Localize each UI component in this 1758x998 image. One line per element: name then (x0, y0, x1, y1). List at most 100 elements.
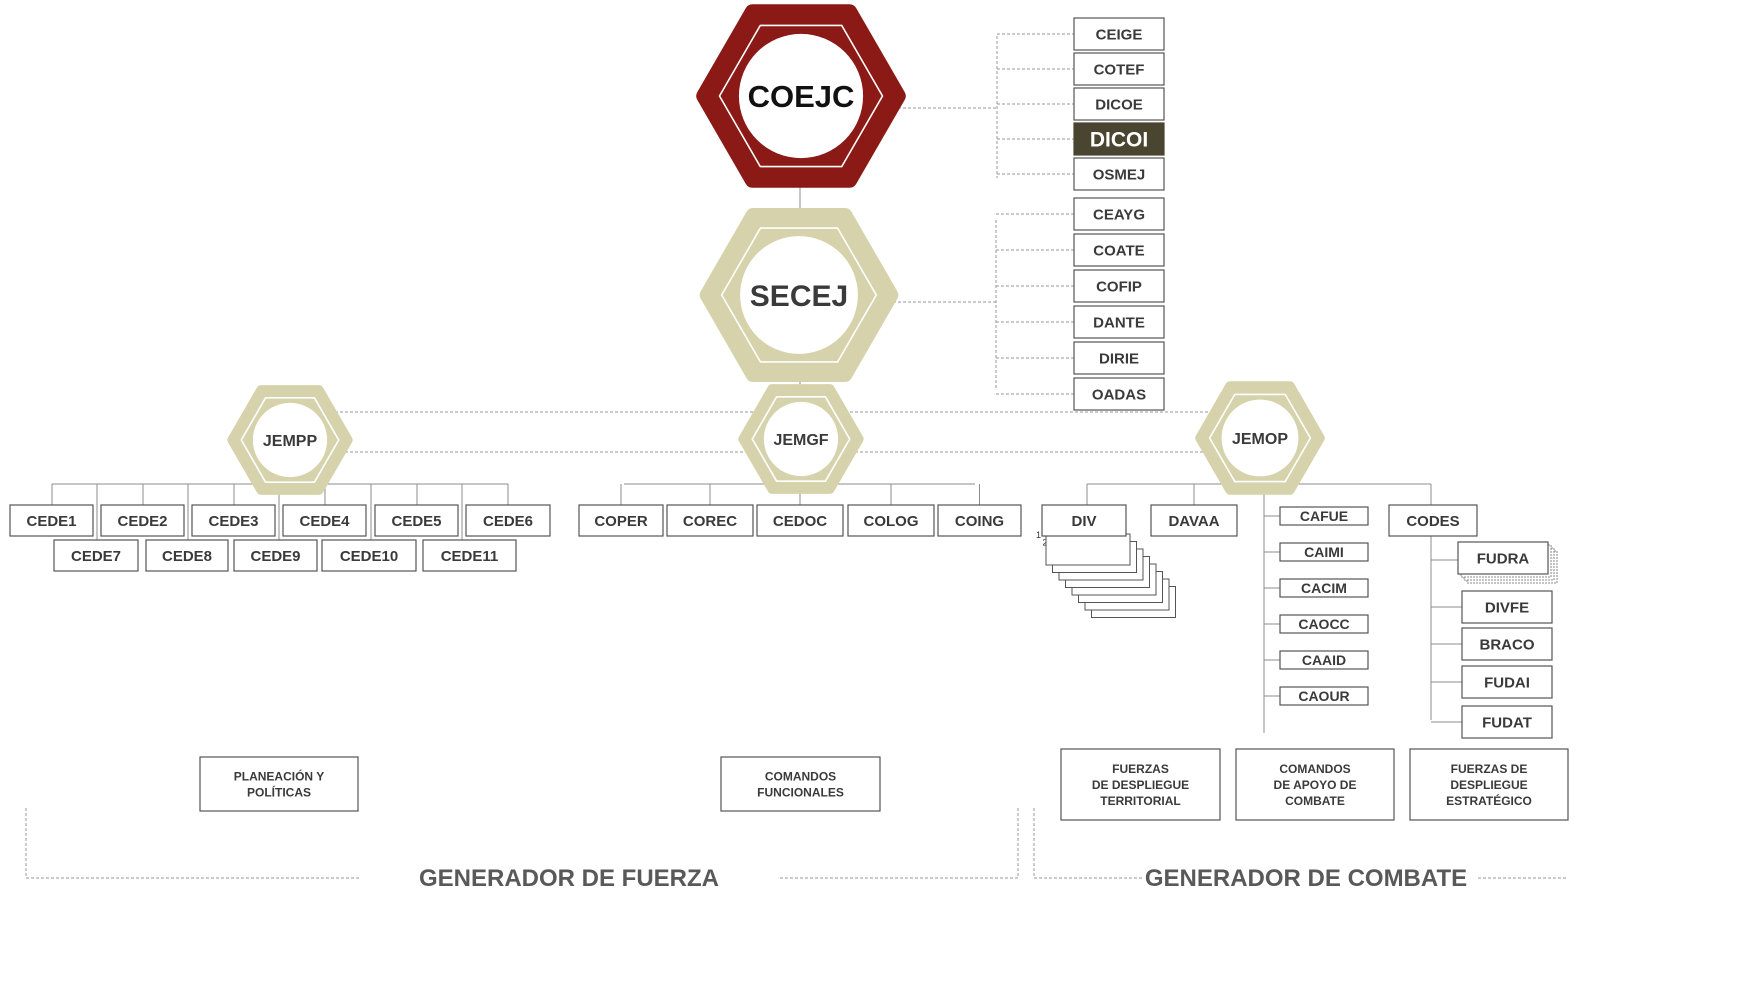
coejc-node: COEJC (696, 4, 906, 188)
category-strategic-line: DESPLIEGUE (1450, 778, 1527, 792)
unit-cede6-label: CEDE6 (483, 513, 533, 530)
unit-corec-box (666, 504, 754, 537)
jempp-node-inner-ring (240, 397, 340, 483)
category-support-box (1235, 748, 1395, 821)
secej-staff-coate-box (1073, 233, 1165, 267)
unit-cede11-label: CEDE11 (441, 548, 499, 565)
unit-fudai-box (1461, 665, 1553, 699)
div-stack-number: 2 (1043, 538, 1048, 548)
footer-force-generator: GENERADOR DE FUERZA (419, 865, 719, 892)
unit-caaid-label: CAAID (1302, 652, 1346, 668)
unit-braco-label: BRACO (1480, 636, 1535, 653)
unit-cede10-box (321, 539, 417, 572)
unit-cede3-box (191, 504, 276, 537)
unit-caimi-label: CAIMI (1304, 544, 1344, 560)
jemgf-node-circle (763, 401, 839, 477)
unit-cede8-label: CEDE8 (162, 548, 212, 565)
unit-cede7-label: CEDE7 (71, 548, 121, 565)
div-stack-number: 1 (1036, 530, 1041, 540)
nodes-layer: CEIGECOTEFDICOEDICOIOSMEJCEAYGCOATECOFIP… (9, 4, 1569, 892)
coejc-staff-osmej: OSMEJ (1073, 157, 1165, 191)
category-strategic-line: FUERZAS DE (1451, 762, 1528, 776)
unit-fudra: FUDRA (1457, 541, 1549, 575)
unit-caocc-box (1279, 614, 1369, 634)
unit-cede4: CEDE4 (282, 504, 367, 537)
coejc-staff-ceige-box (1073, 17, 1165, 51)
unit-corec: COREC (666, 504, 754, 537)
unit-caocc: CAOCC (1279, 614, 1369, 634)
secej-staff-ceayg: CEAYG (1073, 197, 1165, 231)
unit-fudat-label: FUDAT (1482, 714, 1532, 731)
unit-caocc-label: CAOCC (1298, 616, 1349, 632)
unit-codes-label: CODES (1406, 513, 1459, 530)
unit-cede6: CEDE6 (465, 504, 551, 537)
unit-div-label: DIV (1071, 513, 1096, 530)
unit-cafue-box (1279, 506, 1369, 526)
unit-caour-label: CAOUR (1298, 688, 1349, 704)
unit-cafue-label: CAFUE (1300, 508, 1348, 524)
secej-staff-oadas-label: OADAS (1092, 386, 1146, 403)
unit-cede2-box (100, 504, 185, 537)
unit-coper-label: COPER (594, 513, 648, 530)
unit-fudra-label: FUDRA (1477, 550, 1530, 567)
unit-cede2-label: CEDE2 (117, 513, 167, 530)
secej-staff-dante: DANTE (1073, 305, 1165, 339)
unit-colog-label: COLOG (864, 513, 919, 530)
unit-cede9-label: CEDE9 (250, 548, 300, 565)
unit-caimi: CAIMI (1279, 542, 1369, 562)
category-planning-line: PLANEACIÓN Y (234, 768, 324, 783)
category-functional-line: FUNCIONALES (757, 785, 844, 799)
category-support-line: DE APOYO DE (1274, 778, 1357, 792)
unit-cede4-label: CEDE4 (299, 513, 350, 530)
unit-div: DIV (1041, 504, 1127, 537)
secej-staff-dirie-box (1073, 341, 1165, 375)
unit-cacim: CACIM (1279, 578, 1369, 598)
footer-combat-generator: GENERADOR DE COMBATE (1145, 865, 1467, 892)
category-territorial-line: FUERZAS (1112, 762, 1169, 776)
unit-cede5: CEDE5 (374, 504, 459, 537)
unit-cacim-box (1279, 578, 1369, 598)
unit-cacim-label: CACIM (1301, 580, 1347, 596)
unit-divfe: DIVFE (1461, 590, 1553, 624)
coejc-staff-osmej-box (1073, 157, 1165, 191)
category-strategic-box (1409, 748, 1569, 821)
category-functional-box (720, 756, 881, 812)
category-territorial-line: DE DESPLIEGUE (1092, 778, 1189, 792)
unit-fudai: FUDAI (1461, 665, 1553, 699)
unit-colog: COLOG (847, 504, 935, 537)
unit-braco: BRACO (1461, 627, 1553, 661)
secej-staff-ceayg-box (1073, 197, 1165, 231)
coejc-staff-osmej-label: OSMEJ (1093, 166, 1146, 183)
unit-cede11: CEDE11 (422, 539, 517, 572)
secej-staff-cofip-box (1073, 269, 1165, 303)
secej-staff-dirie: DIRIE (1073, 341, 1165, 375)
jemgf-node: JEMGF (738, 384, 864, 494)
unit-coing-box (937, 504, 1022, 537)
secej-staff-oadas: OADAS (1073, 377, 1165, 411)
coejc-staff-cotef-label: COTEF (1094, 61, 1145, 78)
unit-cede7: CEDE7 (53, 539, 139, 572)
coejc-staff-dicoe-box (1073, 87, 1165, 121)
unit-caimi-box (1279, 542, 1369, 562)
unit-braco-box (1461, 627, 1553, 661)
unit-davaa-box (1150, 504, 1238, 537)
unit-davaa-label: DAVAA (1168, 513, 1219, 530)
category-planning-line: POLÍTICAS (247, 784, 311, 799)
coejc-staff-ceige-label: CEIGE (1096, 26, 1143, 43)
coejc-staff-dicoi-box (1073, 122, 1165, 156)
jemop-node-label: JEMOP (1232, 431, 1288, 448)
unit-coper: COPER (578, 504, 664, 537)
secej-staff-ceayg-label: CEAYG (1093, 206, 1145, 223)
jemop-node-inner-ring (1208, 393, 1312, 483)
unit-codes: CODES (1388, 504, 1478, 537)
unit-cede6-box (465, 504, 551, 537)
secej-staff-dirie-label: DIRIE (1099, 350, 1139, 367)
unit-colog-box (847, 504, 935, 537)
jemop-node: JEMOP (1195, 381, 1325, 495)
unit-corec-label: COREC (683, 513, 737, 530)
unit-cede8-box (145, 539, 229, 572)
